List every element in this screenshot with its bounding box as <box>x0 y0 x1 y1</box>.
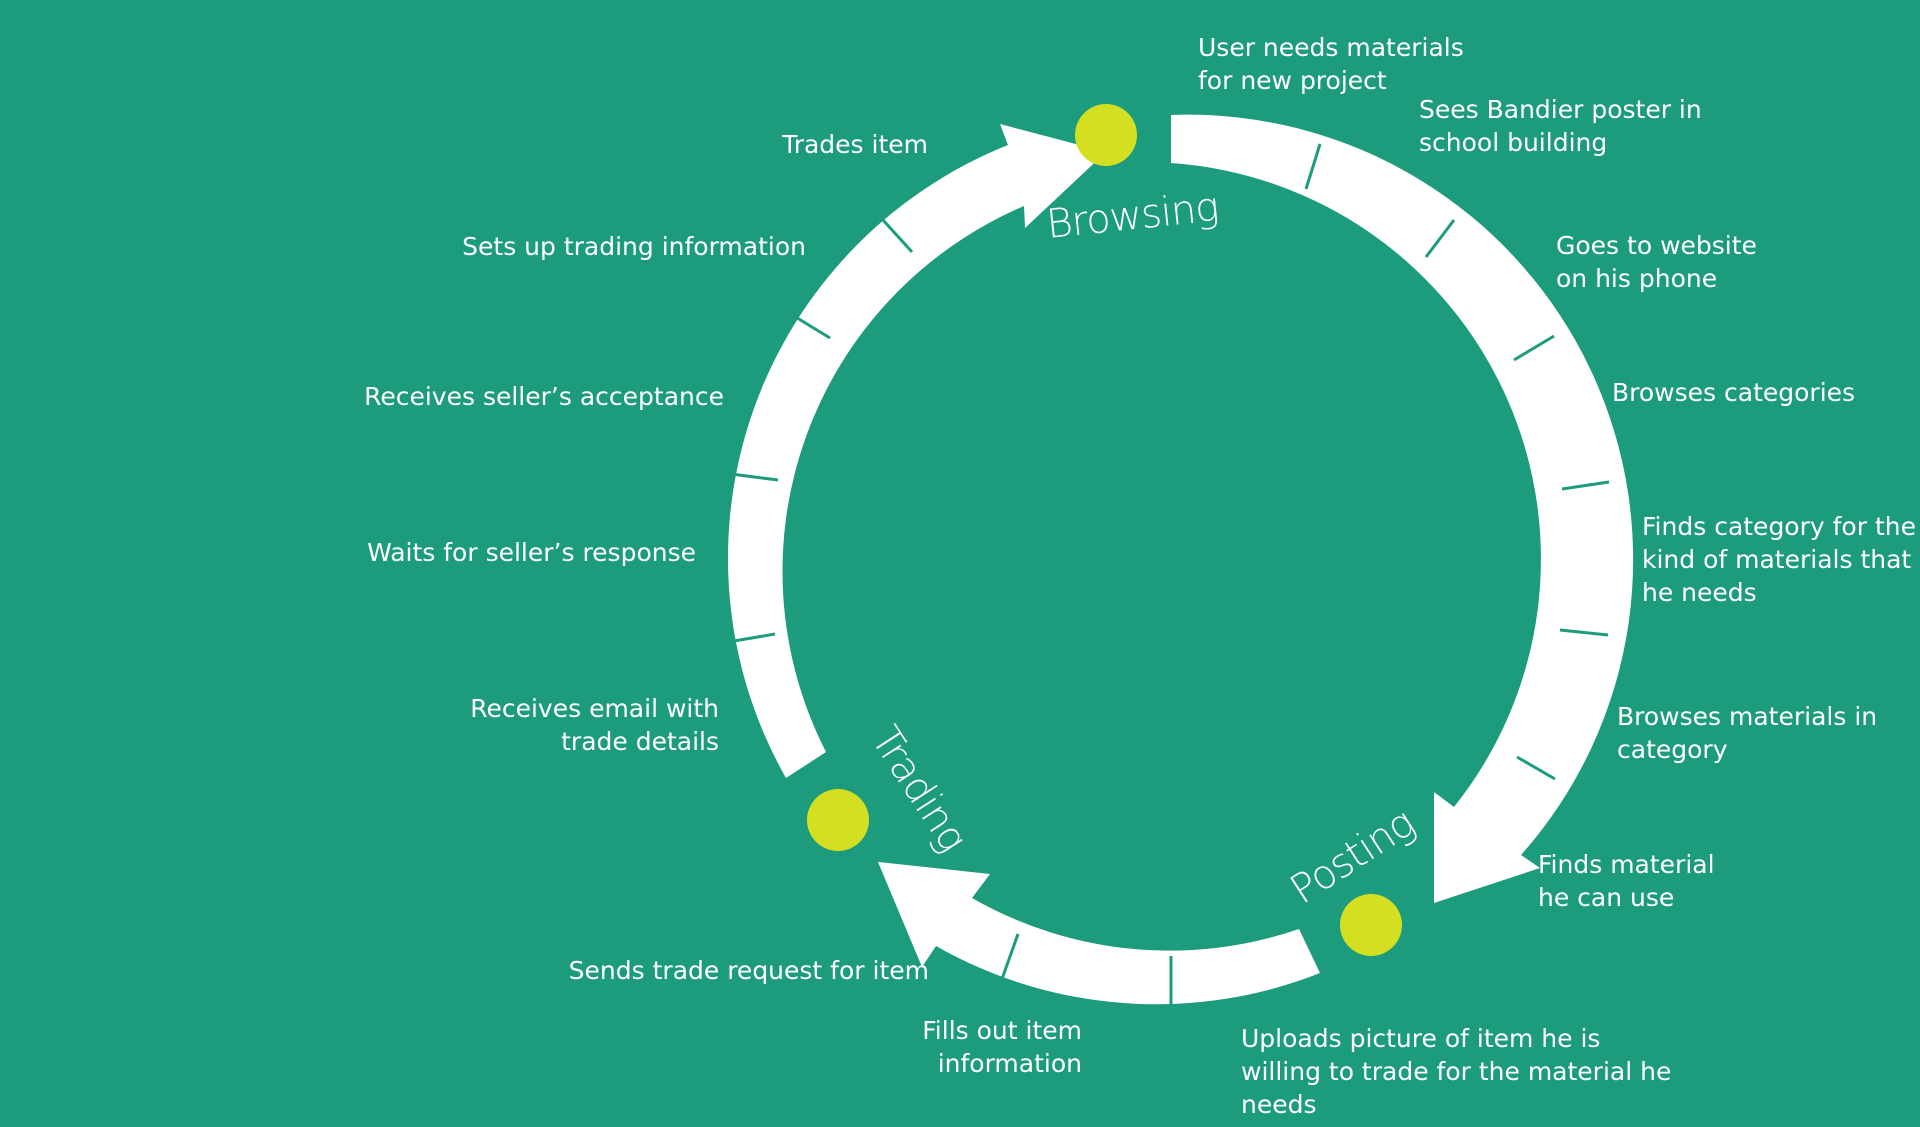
step-label-line: trade details <box>561 727 719 756</box>
step-label-line: Finds category for the <box>1642 512 1916 541</box>
phase-dot-trading <box>807 789 869 851</box>
step-label: User needs materials for new project <box>1198 33 1464 95</box>
step-label-line: Sees Bandier poster in <box>1419 95 1702 124</box>
step-label-line: for new project <box>1198 66 1387 95</box>
step-label: Receives seller’s acceptance <box>364 382 724 411</box>
step-label: Browses categories <box>1612 378 1855 407</box>
step-label-line: Uploads picture of item he is <box>1241 1024 1600 1053</box>
step-label-line: Finds material <box>1538 850 1715 879</box>
step-label-line: information <box>938 1049 1082 1078</box>
step-label: Uploads picture of item he is willing to … <box>1241 1024 1671 1119</box>
step-label-line: on his phone <box>1556 264 1717 293</box>
step-label: Trades item <box>781 130 928 159</box>
step-label: Fills out item information <box>922 1016 1082 1078</box>
step-label-line: User needs materials <box>1198 33 1464 62</box>
ring-arc-browsing <box>1171 114 1634 903</box>
step-label: Browses materials in category <box>1617 702 1877 764</box>
step-label-line: Browses materials in <box>1617 702 1877 731</box>
step-label-line: kind of materials that <box>1642 545 1911 574</box>
step-label-line: he can use <box>1538 883 1674 912</box>
step-label-line: Sets up trading information <box>462 232 806 261</box>
step-label-line: school building <box>1419 128 1607 157</box>
step-label-line: Browses categories <box>1612 378 1855 407</box>
step-label: Finds material he can use <box>1538 850 1715 912</box>
step-label-line: Trades item <box>781 130 928 159</box>
step-label-line: Waits for seller’s response <box>367 538 696 567</box>
phase-dot-browsing <box>1075 104 1137 166</box>
step-label-line: Receives email with <box>470 694 719 723</box>
ring-arc-trading <box>727 124 1106 778</box>
phase-dot-posting <box>1340 894 1402 956</box>
phase-label-posting: Posting <box>1282 800 1422 913</box>
step-label-line: he needs <box>1642 578 1757 607</box>
step-label: Sees Bandier poster in school building <box>1419 95 1702 157</box>
step-label: Waits for seller’s response <box>367 538 696 567</box>
step-label: Finds category for the kind of materials … <box>1642 512 1916 607</box>
ring-arc-posting <box>878 862 1320 1005</box>
step-label-line: willing to trade for the material he <box>1241 1057 1671 1086</box>
step-label-line: Receives seller’s acceptance <box>364 382 724 411</box>
step-label: Sets up trading information <box>462 232 806 261</box>
step-label: Sends trade request for item <box>569 956 929 985</box>
step-label-line: Goes to website <box>1556 231 1757 260</box>
phase-label-browsing: Browsing <box>1044 184 1220 248</box>
step-label: Goes to website on his phone <box>1556 231 1757 293</box>
step-label: Receives email with trade details <box>470 694 719 756</box>
step-label-line: category <box>1617 735 1728 764</box>
step-label-line: needs <box>1241 1090 1317 1119</box>
step-label-line: Sends trade request for item <box>569 956 929 985</box>
step-label-line: Fills out item <box>922 1016 1082 1045</box>
ring-segment-dividers <box>727 143 1610 1004</box>
phase-label-trading: Trading <box>862 718 976 859</box>
